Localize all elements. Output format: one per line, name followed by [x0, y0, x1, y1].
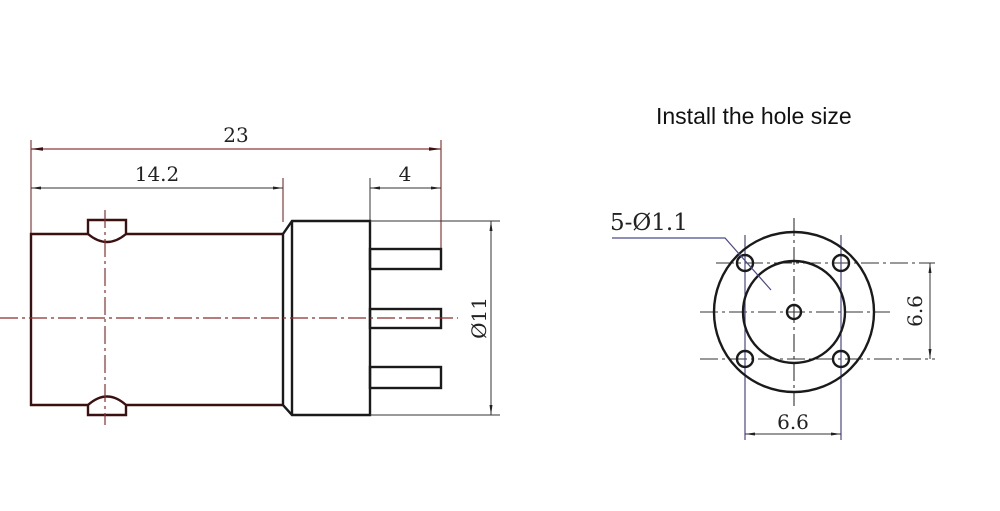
section-title: Install the hole size: [656, 103, 852, 129]
center-hole: [785, 303, 803, 321]
mounting-hole: [735, 253, 755, 273]
pin-bottom: [368, 365, 443, 390]
mounting-hole: [831, 253, 851, 273]
outer-flange-circle: [712, 230, 876, 394]
dimension-vertical-spacing: 6.6: [903, 295, 927, 327]
hole-callout: 5-Ø1.1: [610, 210, 688, 236]
bayonet-stud-top: [86, 218, 128, 244]
bayonet-stud-bottom: [86, 395, 128, 417]
mounting-hole: [831, 349, 851, 369]
inner-body-circle: [741, 259, 847, 365]
mounting-hole: [735, 349, 755, 369]
hole-callout-leader: [612, 237, 772, 291]
dimension-flange-diameter: Ø11: [467, 297, 491, 339]
connector-body: [29, 232, 283, 407]
dimension-horizontal-spacing: 6.6: [777, 410, 809, 434]
dimension-pin-length: 4: [399, 162, 412, 186]
dimension-overall-length: 23: [223, 123, 248, 147]
hole-pattern-view: 5-Ø1.1 6.6 6.6: [610, 210, 935, 440]
side-view: 23 14.2 4 Ø11: [0, 123, 500, 425]
pin-top: [368, 247, 443, 271]
dimension-body-length: 14.2: [135, 162, 180, 186]
